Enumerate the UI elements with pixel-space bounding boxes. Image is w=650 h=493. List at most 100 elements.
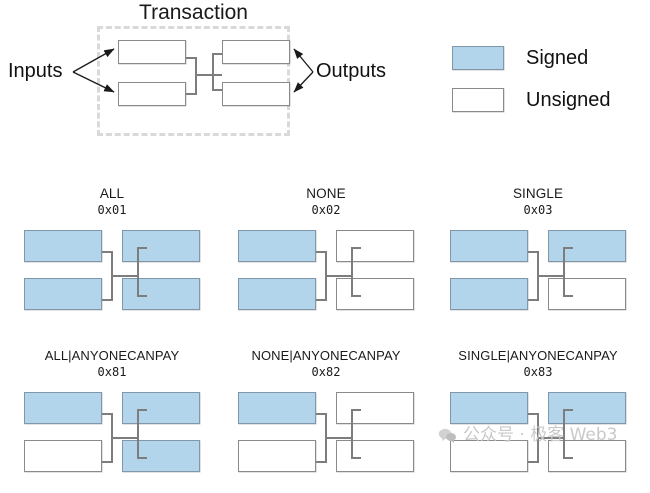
input-box-bottom-unsigned [238, 440, 316, 472]
tx-connector-stub-in-top [186, 57, 196, 59]
transaction-title: Transaction [139, 1, 248, 24]
connector-stub-in-bottom [528, 299, 538, 301]
tx-connector-stub-in-bot [186, 93, 196, 95]
connector-center [537, 275, 565, 277]
connector-stub-in-top [102, 413, 112, 415]
tx-output-box-1 [222, 40, 290, 64]
connector-stub-in-bottom [102, 299, 112, 301]
connector-stub-out-bottom [563, 457, 573, 459]
inputs-label: Inputs [8, 60, 63, 82]
sighash-name: SINGLE [512, 186, 564, 201]
output-box-top-signed [548, 230, 626, 262]
connector-stub-in-top [528, 413, 538, 415]
legend-swatch-unsigned [452, 88, 504, 112]
connector-stub-out-top [137, 409, 147, 411]
input-box-top-signed [238, 392, 316, 424]
sighash-name: NONE [306, 186, 346, 201]
connector-stub-in-top [316, 251, 326, 253]
tx-connector-center [195, 74, 222, 76]
tx-connector-bar-out [212, 53, 214, 91]
input-box-top-signed [450, 392, 528, 424]
connector-center [111, 275, 139, 277]
sighash-hex: 0x83 [523, 365, 553, 379]
sighash-panel-0x02: NONE 0x02 [218, 186, 434, 331]
output-box-top-unsigned [336, 392, 414, 424]
output-box-bottom-unsigned [336, 278, 414, 310]
tx-input-box-2 [118, 82, 186, 106]
output-box-bottom-signed [122, 278, 200, 310]
connector-stub-out-bottom [351, 295, 361, 297]
sighash-panel-0x82: NONE|ANYONECANPAY 0x82 [218, 348, 434, 493]
sighash-hex: 0x81 [97, 365, 127, 379]
connector-center [325, 437, 353, 439]
connector-stub-out-top [563, 247, 573, 249]
connector-stub-in-top [528, 251, 538, 253]
sighash-name: NONE|ANYONECANPAY [251, 348, 401, 363]
input-box-top-signed [24, 392, 102, 424]
legend-label-signed: Signed [526, 47, 589, 69]
tx-output-box-2 [222, 82, 290, 106]
sighash-name: ALL|ANYONECANPAY [44, 348, 180, 363]
tx-connector-stub-out-top [212, 53, 222, 55]
connector-bar-out [137, 409, 139, 459]
sighash-hex: 0x03 [523, 203, 553, 217]
sighash-panel-0x03: SINGLE 0x03 [430, 186, 646, 331]
sighash-hex: 0x02 [311, 203, 341, 217]
speech-bubble-icon [438, 428, 456, 443]
legend-label-unsigned: Unsigned [526, 89, 611, 111]
output-box-bottom-signed [122, 440, 200, 472]
input-box-bottom-signed [24, 278, 102, 310]
connector-bar-out [351, 409, 353, 459]
connector-stub-out-bottom [137, 295, 147, 297]
connector-stub-in-top [316, 413, 326, 415]
input-box-top-signed [450, 230, 528, 262]
connector-bar-out [563, 409, 565, 459]
connector-bar-out [563, 247, 565, 297]
sighash-diagram [4, 384, 220, 490]
sighash-panel-0x81: ALL|ANYONECANPAY 0x81 [4, 348, 220, 493]
output-box-top-unsigned [336, 230, 414, 262]
input-box-bottom-unsigned [24, 440, 102, 472]
input-box-top-signed [238, 230, 316, 262]
sighash-name: SINGLE|ANYONECANPAY [458, 348, 618, 363]
sighash-panel-0x01: ALL 0x01 [4, 186, 220, 331]
sighash-name: ALL [99, 186, 125, 201]
sighash-diagram [218, 222, 434, 328]
connector-center [537, 437, 565, 439]
connector-stub-in-top [102, 251, 112, 253]
output-box-bottom-unsigned [336, 440, 414, 472]
sighash-diagram [430, 222, 646, 328]
connector-stub-out-top [563, 409, 573, 411]
connector-stub-out-top [137, 247, 147, 249]
sighash-hex: 0x82 [311, 365, 341, 379]
output-box-top-signed [548, 392, 626, 424]
tx-connector-bar-in [195, 57, 197, 95]
sighash-panel-0x83: SINGLE|ANYONECANPAY 0x83 [430, 348, 646, 493]
legend-swatch-signed [452, 46, 504, 70]
connector-bar-out [351, 247, 353, 297]
tx-connector-stub-out-bot [212, 89, 222, 91]
connector-center [325, 275, 353, 277]
connector-stub-out-top [351, 409, 361, 411]
sighash-diagram [218, 384, 434, 490]
connector-center [111, 437, 139, 439]
output-box-top-signed [122, 230, 200, 262]
outputs-label: Outputs [316, 60, 387, 82]
watermark-text: 公众号 · 极客 Web3 [463, 425, 618, 445]
output-box-top-signed [122, 392, 200, 424]
connector-stub-out-bottom [563, 295, 573, 297]
watermark: 公众号 · 极客 Web3 [438, 424, 618, 446]
output-box-bottom-unsigned [548, 278, 626, 310]
connector-stub-out-top [351, 247, 361, 249]
connector-stub-out-bottom [351, 457, 361, 459]
arrow-outputs-bottom [293, 71, 314, 93]
input-box-top-signed [24, 230, 102, 262]
diagram-canvas: Transaction Inputs Outputs Signed Unsig [4, 1, 646, 472]
input-box-bottom-signed [238, 278, 316, 310]
sighash-hex: 0x01 [97, 203, 127, 217]
sighash-diagram [4, 222, 220, 328]
tx-input-box-1 [118, 40, 186, 64]
arrow-outputs-top [293, 48, 314, 73]
connector-stub-in-bottom [316, 299, 326, 301]
connector-bar-out [137, 247, 139, 297]
